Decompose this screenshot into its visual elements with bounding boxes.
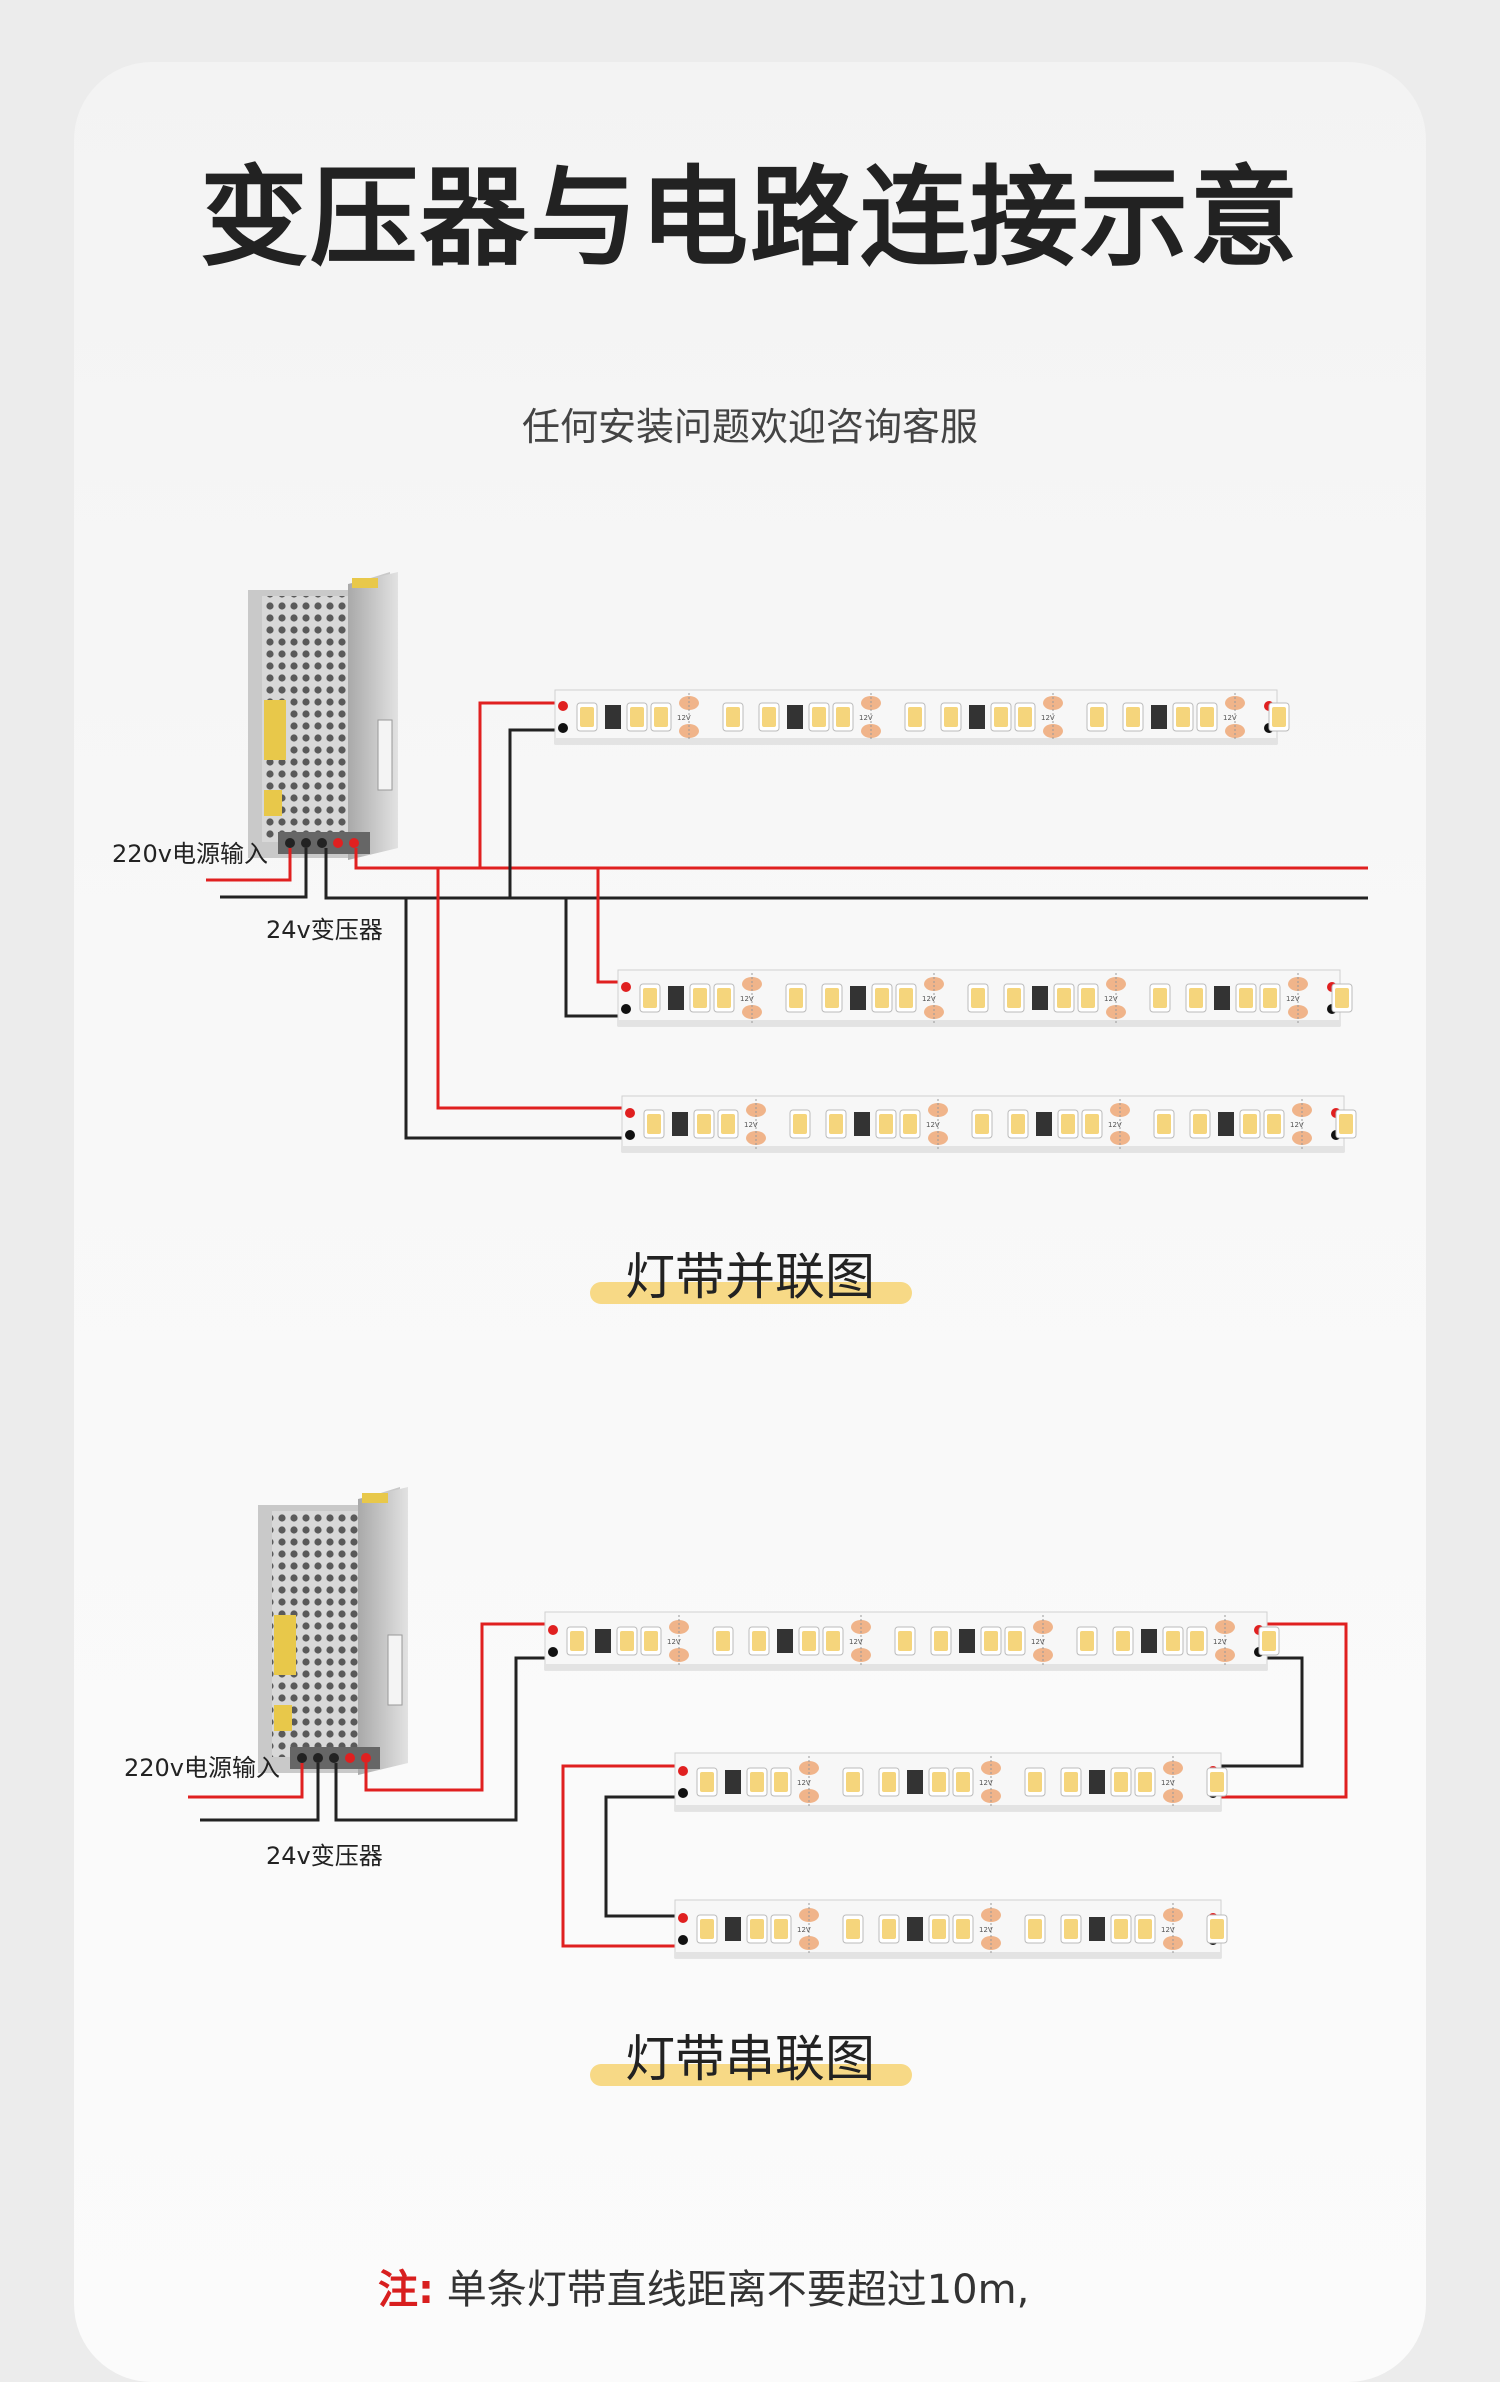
svg-text:12V: 12V bbox=[859, 714, 873, 722]
series-led-strip-3: 12V 12V 12V bbox=[674, 1899, 1228, 1959]
page-title: 变压器与电路连接示意 bbox=[199, 156, 1300, 281]
parallel-caption: 灯带并联图 bbox=[625, 1248, 875, 1306]
parallel-transformer bbox=[248, 572, 398, 860]
series-wires bbox=[188, 1622, 1348, 1948]
svg-text:12V: 12V bbox=[922, 995, 936, 1003]
svg-text:12V: 12V bbox=[926, 1121, 940, 1129]
note-text: 单条灯带直线距离不要超过10m, bbox=[446, 2267, 1030, 2313]
page-subtitle: 任何安装问题欢迎咨询客服 bbox=[521, 405, 978, 449]
svg-text:12V: 12V bbox=[849, 1638, 863, 1646]
parallel-transformer-label: 24v变压器 bbox=[266, 916, 383, 944]
svg-text:12V: 12V bbox=[979, 1779, 993, 1787]
svg-text:12V: 12V bbox=[1031, 1638, 1045, 1646]
series-transformer bbox=[258, 1487, 408, 1775]
series-input-label: 220v电源输入 bbox=[124, 1754, 281, 1782]
svg-text:12V: 12V bbox=[1161, 1779, 1175, 1787]
parallel-caption-highlight bbox=[590, 1282, 912, 1304]
svg-text:12V: 12V bbox=[1286, 995, 1300, 1003]
svg-text:12V: 12V bbox=[1213, 1638, 1227, 1646]
series-led-strip-2: 12V 12V 12V bbox=[674, 1752, 1228, 1812]
svg-text:12V: 12V bbox=[667, 1638, 681, 1646]
svg-text:12V: 12V bbox=[1161, 1926, 1175, 1934]
svg-text:12V: 12V bbox=[979, 1926, 993, 1934]
parallel-led-strip-1: 12V 12V 12V 12V bbox=[554, 689, 1290, 745]
series-caption-highlight bbox=[590, 2064, 912, 2086]
parallel-input-label: 220v电源输入 bbox=[112, 840, 269, 868]
svg-text:12V: 12V bbox=[1108, 1121, 1122, 1129]
svg-text:12V: 12V bbox=[1223, 714, 1237, 722]
svg-text:12V: 12V bbox=[677, 714, 691, 722]
parallel-led-strip-3: 12V 12V 12V 12V bbox=[621, 1095, 1357, 1153]
svg-text:12V: 12V bbox=[1041, 714, 1055, 722]
series-caption: 灯带串联图 bbox=[625, 2030, 875, 2088]
svg-text:12V: 12V bbox=[1290, 1121, 1304, 1129]
note: 注: 单条灯带直线距离不要超过10m, bbox=[378, 2270, 1029, 2310]
svg-text:12V: 12V bbox=[797, 1926, 811, 1934]
note-prefix: 注: bbox=[378, 2267, 434, 2313]
series-transformer-label: 24v变压器 bbox=[266, 1842, 383, 1870]
svg-text:12V: 12V bbox=[1104, 995, 1118, 1003]
svg-text:12V: 12V bbox=[797, 1779, 811, 1787]
series-led-strip-1: 12V 12V 12V 12V bbox=[544, 1611, 1280, 1671]
content-card bbox=[74, 62, 1426, 2382]
parallel-led-strip-2: 12V 12V 12V 12V bbox=[617, 969, 1353, 1027]
svg-text:12V: 12V bbox=[744, 1121, 758, 1129]
svg-text:12V: 12V bbox=[740, 995, 754, 1003]
parallel-wires bbox=[206, 701, 1368, 1140]
